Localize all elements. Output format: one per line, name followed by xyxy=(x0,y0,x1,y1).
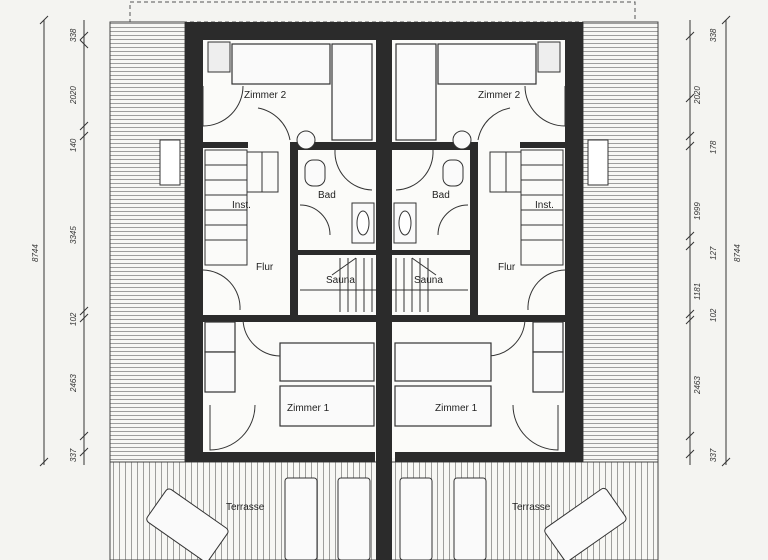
door-flur-lower-right xyxy=(527,269,566,311)
dim-left-140: 140 xyxy=(69,138,78,152)
dim-right-1999: 1999 xyxy=(693,202,702,220)
dim-right-338: 338 xyxy=(709,28,718,42)
inner-wall-r5 xyxy=(392,250,470,255)
dim-right-total: 8744 xyxy=(733,244,742,262)
wall-bottom-left xyxy=(185,452,375,462)
dim-right-2020: 2020 xyxy=(693,86,702,105)
inner-wall-l5 xyxy=(298,250,376,255)
dim-right-102: 102 xyxy=(709,308,718,322)
dim-left-2463: 2463 xyxy=(69,374,78,393)
bed-zimmer1-left-a xyxy=(279,342,375,382)
wall-left xyxy=(185,22,203,462)
door-zimmer1-right xyxy=(487,319,526,357)
roof-outline xyxy=(129,1,636,23)
label-inst-left: Inst. xyxy=(232,200,251,211)
label-zimmer1-left: Zimmer 1 xyxy=(287,403,330,414)
dim-left-337: 337 xyxy=(69,448,78,462)
label-bad-right: Bad xyxy=(432,190,450,201)
bed-zimmer1-right-b xyxy=(394,385,492,427)
sauna-left xyxy=(300,257,376,312)
dim-left-338: 338 xyxy=(69,28,78,42)
door-terrace-right xyxy=(512,404,559,451)
window-right-top xyxy=(537,41,561,73)
inner-wall-r1 xyxy=(392,142,478,150)
door-zimmer2-right xyxy=(524,85,566,127)
dimension-lines-left xyxy=(39,15,89,467)
inner-wall-r4 xyxy=(392,315,565,322)
label-zimmer2-right: Zimmer 2 xyxy=(478,90,521,101)
dimension-lines-right xyxy=(685,15,731,467)
door-terrace-left xyxy=(209,404,256,451)
label-inst-right: Inst. xyxy=(535,200,554,211)
inner-wall-l3 xyxy=(203,142,248,148)
dim-left-102: 102 xyxy=(69,312,78,326)
dim-left-total: 8744 xyxy=(31,244,40,262)
label-zimmer1-right: Zimmer 1 xyxy=(435,403,478,414)
dim-right-178: 178 xyxy=(709,140,718,154)
stairs-right xyxy=(489,149,564,266)
label-flur-right: Flur xyxy=(498,262,516,273)
label-sauna-left: Sauna xyxy=(326,275,355,286)
desk-zimmer2-right xyxy=(395,43,437,141)
inner-wall-l1 xyxy=(290,142,376,150)
label-zimmer2-left: Zimmer 2 xyxy=(244,90,287,101)
label-sauna-right: Sauna xyxy=(414,275,443,286)
dim-right-337: 337 xyxy=(709,448,718,462)
inner-wall-r2 xyxy=(470,142,478,317)
dim-left-2020: 2020 xyxy=(69,86,78,105)
label-flur-left: Flur xyxy=(256,262,274,273)
stairs-left xyxy=(204,149,279,266)
terrace-furniture xyxy=(146,477,627,560)
wall-bottom-right xyxy=(395,452,583,462)
cabinet-left-a xyxy=(204,321,236,353)
dim-left-3345: 3345 xyxy=(69,226,78,244)
label-terrasse-right: Terrasse xyxy=(512,502,551,513)
party-wall xyxy=(376,22,392,560)
roof-right xyxy=(582,21,659,463)
door-flur-left xyxy=(257,107,291,141)
sauna-right xyxy=(392,257,468,312)
label-terrasse-left: Terrasse xyxy=(226,502,265,513)
roof-left xyxy=(109,21,186,463)
dim-right-2463: 2463 xyxy=(693,376,702,395)
inner-wall-l4 xyxy=(203,315,376,322)
wall-right xyxy=(565,22,583,462)
bed-zimmer1-left-b xyxy=(279,385,375,427)
inner-wall-r3 xyxy=(520,142,565,148)
door-zimmer1-left xyxy=(242,319,281,357)
desk-zimmer2-left xyxy=(331,43,373,141)
cabinet-left-b xyxy=(204,351,236,393)
door-zimmer2-left xyxy=(202,85,244,127)
bath-fixtures-right xyxy=(393,130,472,244)
bed-zimmer2-left xyxy=(231,43,331,85)
cabinet-right-b xyxy=(532,351,564,393)
bed-zimmer2-right xyxy=(437,43,537,85)
dim-right-1181: 1181 xyxy=(693,283,702,300)
label-bad-left: Bad xyxy=(318,190,336,201)
door-flur-lower-left xyxy=(202,269,241,311)
inner-wall-l2 xyxy=(290,142,298,317)
cabinet-right-a xyxy=(532,321,564,353)
door-flur-right xyxy=(477,107,511,141)
window-left-top xyxy=(207,41,231,73)
window-right-upper xyxy=(587,139,609,186)
window-left-upper xyxy=(159,139,181,186)
dim-right-127: 127 xyxy=(709,246,718,260)
bath-fixtures-left xyxy=(296,130,375,244)
bed-zimmer1-right-a xyxy=(394,342,492,382)
